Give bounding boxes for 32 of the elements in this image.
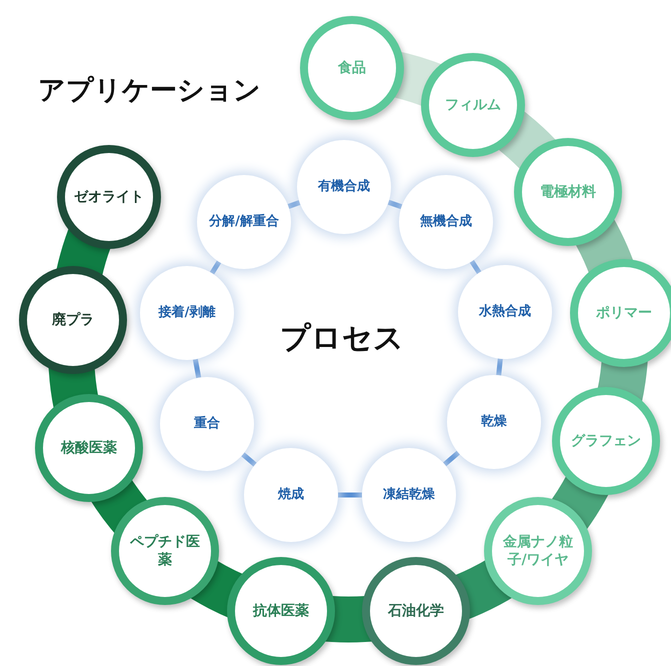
connector-line (470, 260, 482, 274)
title: アプリケーション (38, 74, 261, 108)
process-circle: 無機合成 (399, 175, 493, 269)
application-circle: 金属ナノ粒子/ワイヤ (484, 497, 592, 605)
process-circle: 乾燥 (447, 375, 541, 469)
connector-line (192, 358, 202, 378)
connector-line (241, 452, 257, 467)
application-circle: ペプチド医薬 (111, 497, 219, 605)
process-circle: 重合 (160, 377, 254, 471)
connector-line (443, 450, 460, 466)
process-circle: 水熱合成 (458, 265, 552, 359)
process-circle: 焼成 (244, 448, 338, 542)
application-circle: ポリマー (570, 259, 671, 367)
connector-line (210, 260, 222, 274)
connector-line (338, 492, 362, 498)
application-circle: 核酸医薬 (35, 394, 143, 502)
process-circle: 有機合成 (297, 140, 391, 234)
center-heading: プロセス (280, 320, 404, 358)
application-circle: 食品 (300, 16, 404, 120)
application-circle: 石油化学 (362, 557, 470, 665)
application-circle: フィルム (421, 53, 525, 157)
application-circle: 電極材料 (514, 138, 622, 246)
application-circle: 抗体医薬 (227, 557, 335, 665)
connector-line (496, 358, 503, 376)
application-circle: グラフェン (552, 387, 660, 495)
process-circle: 凍結乾燥 (362, 448, 456, 542)
application-circle: 廃プラ (19, 266, 127, 374)
connector-line (388, 200, 402, 210)
process-circle: 分解/解重合 (197, 175, 291, 269)
process-circle: 接着/剥離 (140, 266, 234, 360)
application-circle: ゼオライト (57, 145, 161, 249)
connector-line (288, 200, 300, 209)
